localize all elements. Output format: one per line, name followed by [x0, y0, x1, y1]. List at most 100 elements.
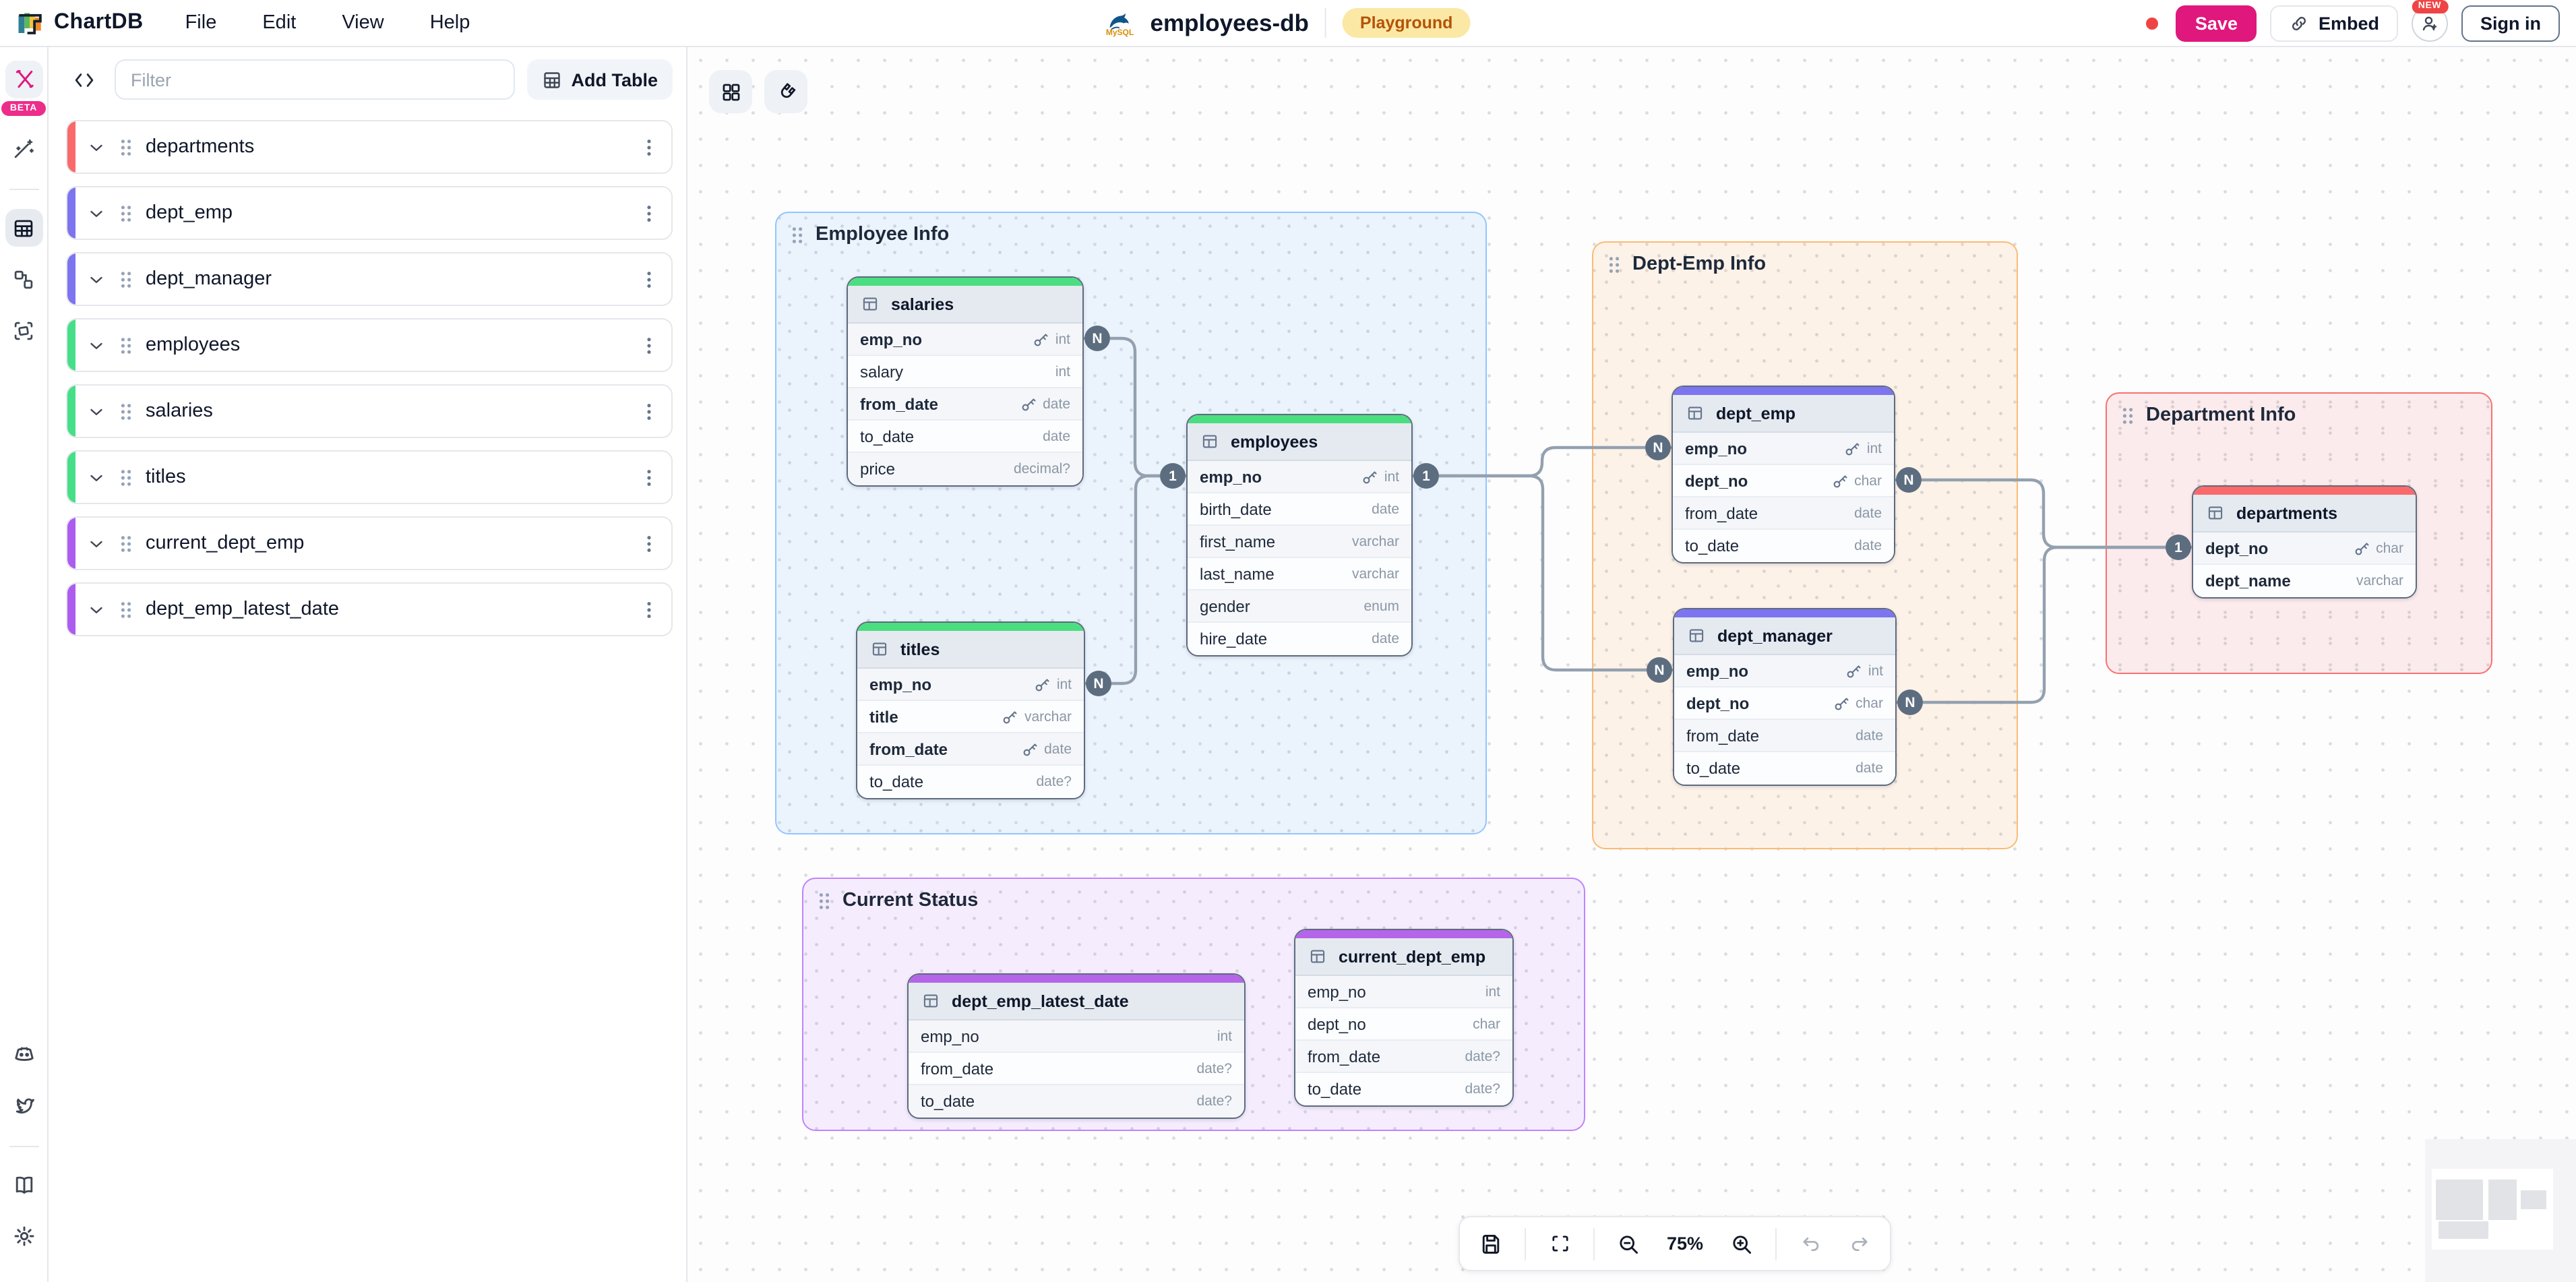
chevron-down-icon[interactable] [86, 335, 106, 355]
minimap[interactable] [2425, 1139, 2576, 1282]
sidebar-item-salaries[interactable]: salaries [66, 384, 673, 438]
menu-file[interactable]: File [185, 12, 217, 34]
kebab-menu-icon[interactable] [640, 401, 658, 421]
code-view-icon[interactable] [65, 61, 102, 98]
add-table-button[interactable]: Add Table [526, 59, 673, 100]
fit-view-icon[interactable] [1539, 1223, 1580, 1264]
table-header[interactable]: departments [2193, 495, 2416, 532]
relationships-view-icon[interactable] [5, 260, 42, 298]
undo-icon[interactable] [1790, 1223, 1831, 1264]
drag-handle-icon[interactable] [119, 269, 133, 289]
relationship-edge[interactable] [1439, 474, 1647, 672]
menu-help[interactable]: Help [429, 12, 470, 34]
drag-handle-icon[interactable] [119, 599, 133, 619]
areas-view-icon[interactable] [5, 311, 42, 349]
relationship-edge[interactable] [1922, 478, 2166, 549]
chartdb-buildinfra-icon[interactable] [5, 61, 42, 98]
kebab-menu-icon[interactable] [640, 599, 658, 619]
sidebar-item-titles[interactable]: titles [66, 450, 673, 504]
diagram-name[interactable]: employees-db [1150, 9, 1309, 36]
relationship-edge[interactable] [1111, 474, 1160, 685]
sidebar-item-departments[interactable]: departments [66, 120, 673, 174]
chevron-down-icon[interactable] [86, 467, 106, 487]
tables-view-icon[interactable] [5, 209, 42, 247]
kebab-menu-icon[interactable] [640, 269, 658, 289]
sidebar-item-dept_manager[interactable]: dept_manager [66, 252, 673, 306]
sidebar-item-employees[interactable]: employees [66, 318, 673, 372]
save-button[interactable]: Save [2176, 5, 2257, 41]
twitter-icon[interactable] [5, 1087, 42, 1124]
drag-handle-icon[interactable] [119, 533, 133, 553]
sidebar-item-current_dept_emp[interactable]: current_dept_emp [66, 516, 673, 570]
kebab-menu-icon[interactable] [640, 533, 658, 553]
table-header[interactable]: dept_emp_latest_date [909, 983, 1244, 1020]
chevron-down-icon[interactable] [86, 203, 106, 223]
zoom-in-icon[interactable] [1721, 1223, 1762, 1264]
chevron-down-icon[interactable] [86, 533, 106, 553]
menu-edit[interactable]: Edit [262, 12, 297, 34]
drag-handle-icon[interactable] [119, 335, 133, 355]
magic-wand-icon[interactable] [5, 129, 42, 167]
table-header[interactable]: current_dept_emp [1295, 938, 1512, 976]
magnet-icon[interactable] [764, 70, 807, 113]
relationship-edge[interactable] [1439, 446, 1645, 478]
menu-view[interactable]: View [342, 12, 384, 34]
drag-handle-icon[interactable] [790, 224, 805, 245]
embed-button[interactable]: Embed [2269, 5, 2398, 41]
sidebar-item-dept_emp[interactable]: dept_emp [66, 186, 673, 240]
drag-handle-icon[interactable] [1607, 254, 1622, 274]
discord-icon[interactable] [5, 1035, 42, 1073]
chevron-down-icon[interactable] [86, 137, 106, 157]
kebab-menu-icon[interactable] [640, 467, 658, 487]
docs-book-icon[interactable] [5, 1166, 42, 1204]
relationship-edge[interactable] [1110, 336, 1160, 478]
chevron-down-icon[interactable] [86, 599, 106, 619]
table-header[interactable]: employees [1188, 423, 1411, 461]
drag-handle-icon[interactable] [119, 137, 133, 157]
show-all-icon[interactable] [709, 70, 752, 113]
relationship-edge[interactable] [1923, 545, 2166, 704]
table-header[interactable]: titles [857, 631, 1084, 669]
drag-handle-icon[interactable] [119, 401, 133, 421]
sidebar-item-dept_emp_latest_date[interactable]: dept_emp_latest_date [66, 582, 673, 636]
drag-handle-icon[interactable] [817, 890, 832, 911]
signin-button[interactable]: Sign in [2461, 5, 2560, 41]
filter-input[interactable] [115, 59, 515, 100]
invite-user-button[interactable]: NEW [2411, 0, 2449, 41]
drag-handle-icon[interactable] [119, 203, 133, 223]
kebab-menu-icon[interactable] [640, 137, 658, 157]
kebab-menu-icon[interactable] [640, 335, 658, 355]
